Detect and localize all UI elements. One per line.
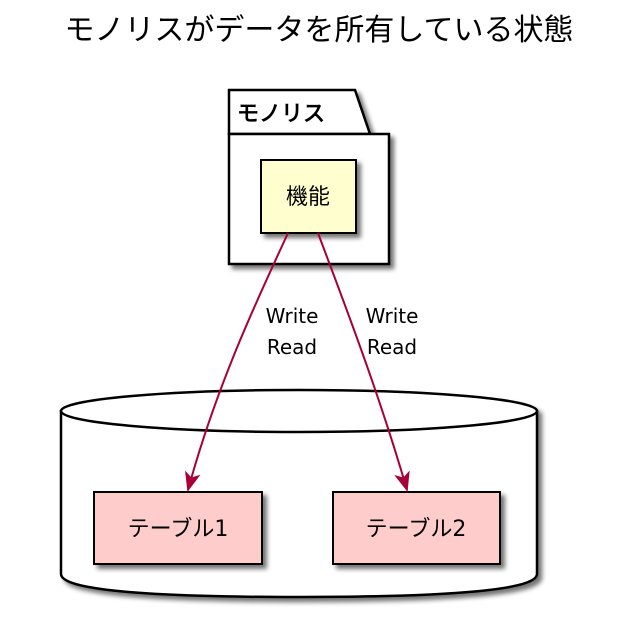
database-cylinder-top (59, 388, 539, 434)
feature-component[interactable] (260, 159, 357, 234)
table-2-box[interactable] (332, 491, 501, 565)
table-1-node[interactable] (93, 491, 263, 565)
feature-component-box[interactable] (260, 159, 357, 234)
edge-1-label-read: Read (267, 335, 317, 359)
feature-component-label: 機能 (286, 185, 330, 210)
edge-feature-to-table-1 (185, 232, 289, 492)
edge-2-label-read: Read (367, 335, 417, 359)
monolith-package-label: モノリス (237, 102, 325, 127)
table-1-box[interactable] (93, 491, 263, 565)
edge-feature-to-table-2 (317, 232, 410, 492)
table-1-label: テーブル1 (128, 517, 229, 542)
table-2-node[interactable] (332, 491, 501, 565)
table-2-label: テーブル2 (366, 517, 467, 542)
edge-1-label-write: Write (266, 304, 319, 328)
edge-2-label-write: Write (366, 304, 419, 328)
diagram-title: モノリスがデータを所有している状態 (64, 13, 573, 48)
